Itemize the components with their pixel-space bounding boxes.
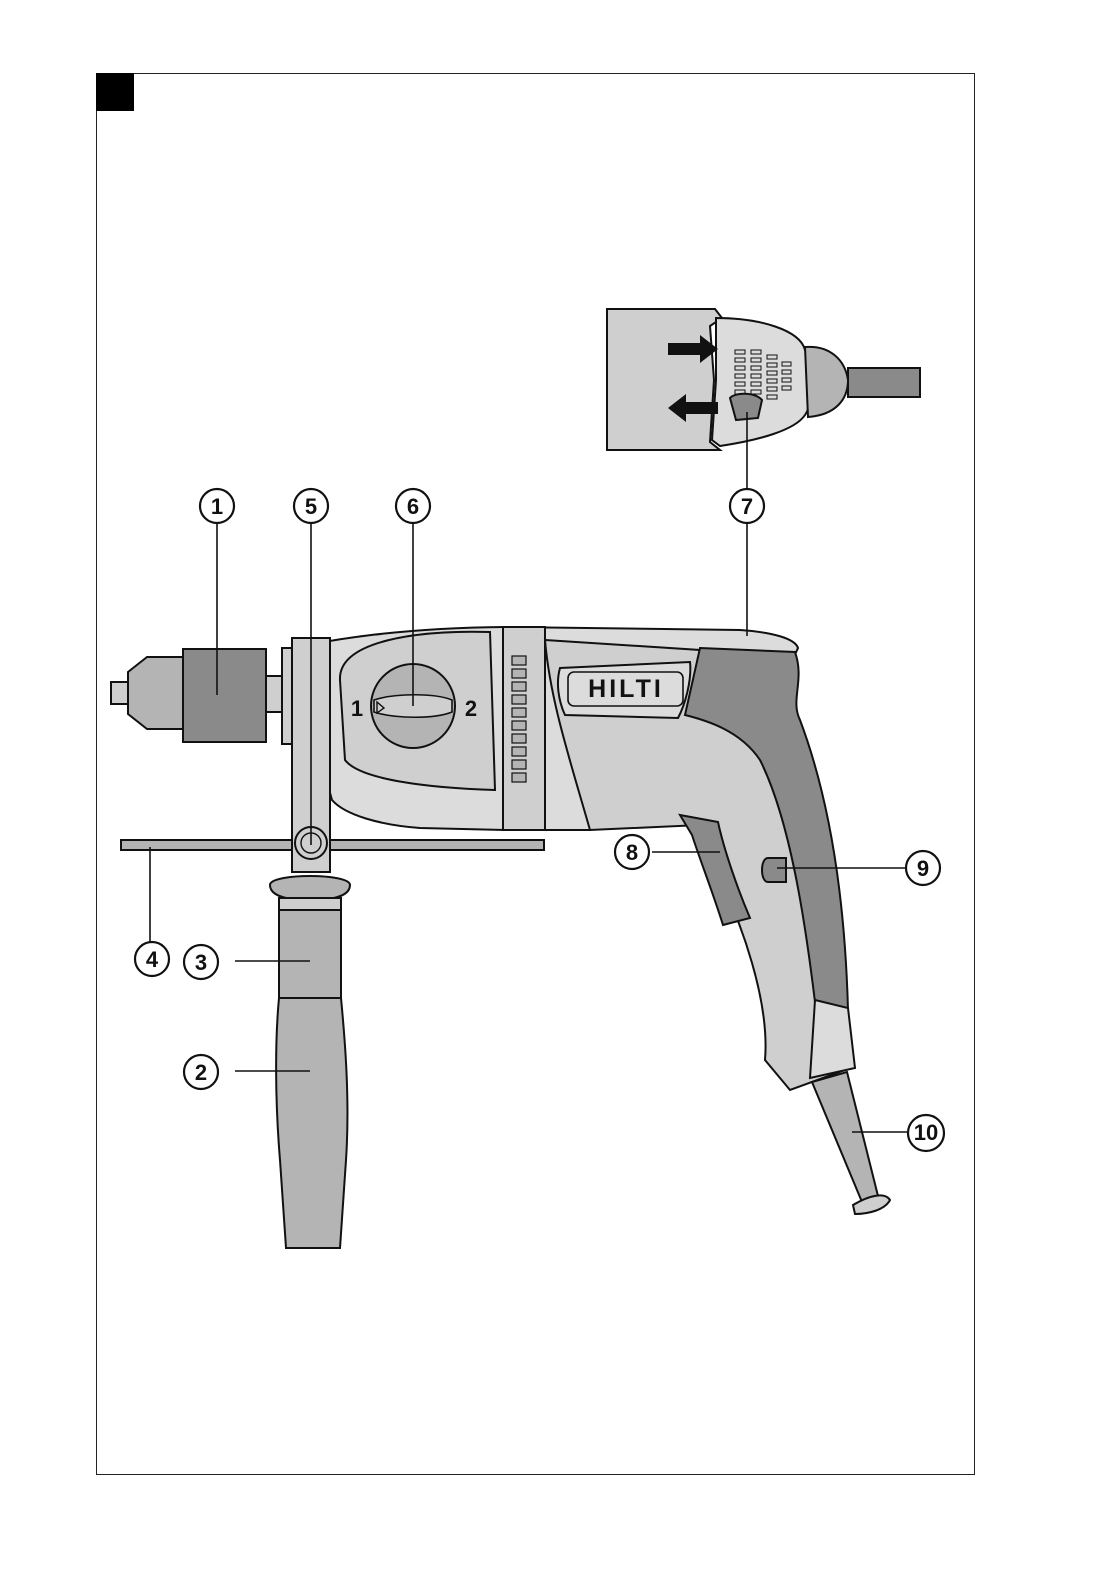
callout-2: 2 [184,1055,218,1089]
callout-9: 9 [906,851,940,885]
handle-grip [276,998,347,1248]
direction-switch-lever [730,394,762,420]
svg-text:5: 5 [305,494,317,519]
callout-3: 3 [184,945,218,979]
svg-text:7: 7 [741,494,753,519]
lock-button [762,858,786,882]
svg-text:10: 10 [914,1120,938,1145]
gear-label-2: 2 [465,696,477,721]
handle-collar [279,910,341,998]
svg-text:3: 3 [195,950,207,975]
callout-8: 8 [615,835,649,869]
brand-logo: HILTI [588,675,664,703]
callout-1: 1 [200,489,234,523]
svg-text:8: 8 [626,840,638,865]
callout-6: 6 [396,489,430,523]
callout-7: 7 [730,489,764,523]
svg-text:2: 2 [195,1060,207,1085]
callout-4: 4 [135,942,169,976]
svg-text:4: 4 [146,947,159,972]
svg-text:1: 1 [211,494,223,519]
drill-body: HILTI [282,627,855,1090]
svg-text:6: 6 [407,494,419,519]
keyed-chuck [111,649,282,742]
callout-5: 5 [294,489,328,523]
gear-label-1: 1 [351,696,363,721]
depth-gauge [121,840,544,850]
inset-direction-switch [607,309,920,450]
callout-10: 10 [908,1115,944,1151]
svg-text:9: 9 [917,856,929,881]
power-cord [812,1072,890,1214]
